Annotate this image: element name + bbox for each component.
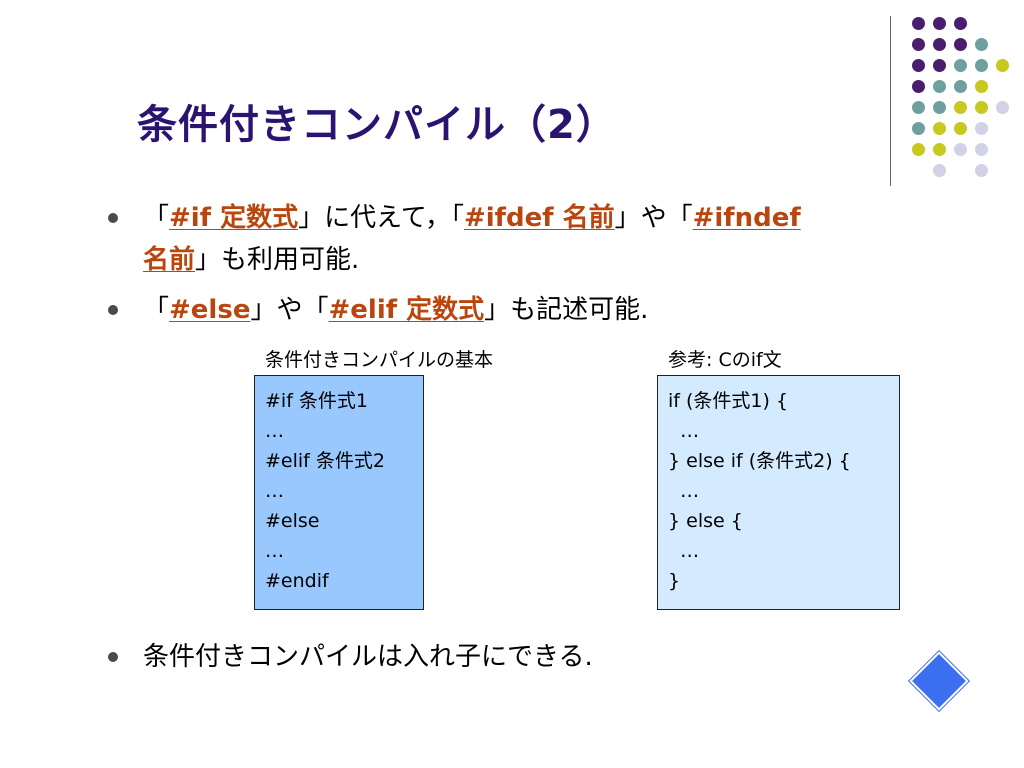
code-line: #if 条件式1 [265, 390, 369, 412]
code-line: … [668, 480, 700, 502]
bullet-1-highlight-ifdef: #ifdef 名前 [463, 203, 615, 233]
decor-dot [954, 101, 967, 114]
bullet-2-text: 」や「 [250, 295, 329, 325]
decor-dot [954, 80, 967, 93]
decor-dot [954, 59, 967, 72]
decor-dot [912, 122, 925, 135]
decor-dot [996, 101, 1009, 114]
bullet-2-text: 「 [143, 295, 170, 325]
code-line: … [668, 540, 700, 562]
right-box-caption: 参考: Cのif文 [668, 349, 782, 371]
decor-dot [912, 59, 925, 72]
decor-dot [933, 122, 946, 135]
decor-dot [975, 38, 988, 51]
code-line: #elif 条件式2 [265, 450, 385, 472]
decor-dot [954, 17, 967, 30]
bullet-1-line-2: 名前」も利用可能. [143, 239, 359, 281]
decor-dot [996, 59, 1009, 72]
code-line: #else [265, 510, 320, 532]
decor-dot [954, 122, 967, 135]
bullet-1-highlight-ifndef: #ifndef [692, 203, 801, 233]
decor-dot [933, 38, 946, 51]
code-line: … [265, 420, 284, 442]
decor-dot [933, 101, 946, 114]
decor-dot [933, 59, 946, 72]
bullet-1-text: 」や「 [614, 203, 693, 233]
bullet-2-highlight-elif: #elif 定数式 [328, 295, 485, 325]
decor-dot [975, 59, 988, 72]
bullet-2-text: 」も記述可能. [484, 295, 649, 325]
decor-dot [975, 101, 988, 114]
slide-title: 条件付きコンパイル（2） [137, 102, 617, 148]
decor-dot [912, 143, 925, 156]
diamond-icon[interactable] [909, 651, 969, 711]
decor-dot [912, 38, 925, 51]
code-line: … [668, 420, 700, 442]
bullet-2-line: 「#else」や「#elif 定数式」も記述可能. [143, 289, 648, 331]
decor-dot [954, 143, 967, 156]
code-line: } else if (条件式2) { [668, 450, 851, 472]
bullet-2-highlight-else: #else [169, 295, 251, 325]
decor-dot [975, 122, 988, 135]
bullet-3-line: 条件付きコンパイルは入れ子にできる. [143, 642, 593, 672]
decor-dot [912, 17, 925, 30]
code-line: … [265, 540, 284, 562]
code-line: #endif [265, 570, 329, 592]
c-if-code-box: if (条件式1) { … } else if (条件式2) { … } else … [657, 375, 900, 610]
code-line: if (条件式1) { [668, 390, 789, 412]
decor-dot [933, 80, 946, 93]
bullet-1-line-1: 「#if 定数式」に代えて，「#ifdef 名前」や「#ifndef [143, 197, 801, 239]
title-divider-line [890, 16, 891, 186]
decor-dot [975, 143, 988, 156]
decor-dot [912, 80, 925, 93]
code-line: … [265, 480, 284, 502]
decor-dot [933, 17, 946, 30]
code-line: } [668, 570, 681, 592]
decor-dot [954, 38, 967, 51]
decor-dot [933, 143, 946, 156]
bullet-1-text: 」に代えて，「 [298, 203, 464, 233]
bullet-dot-1 [108, 213, 118, 223]
decor-dot [933, 164, 946, 177]
decor-dot [975, 164, 988, 177]
bullet-1-highlight-if-const: #if 定数式 [169, 203, 299, 233]
bullet-dot-2 [108, 305, 118, 315]
left-box-caption: 条件付きコンパイルの基本 [265, 349, 494, 371]
code-line: } else { [668, 510, 743, 532]
decor-dot [975, 80, 988, 93]
bullet-1-text: 「 [143, 203, 170, 233]
preprocessor-code-box: #if 条件式1 … #elif 条件式2 … #else … #endif [254, 375, 424, 610]
decor-dot [912, 101, 925, 114]
bullet-dot-3 [108, 652, 118, 662]
bullet-1-text: 」も利用可能. [195, 245, 360, 275]
bullet-1-highlight-name: 名前 [143, 245, 196, 275]
